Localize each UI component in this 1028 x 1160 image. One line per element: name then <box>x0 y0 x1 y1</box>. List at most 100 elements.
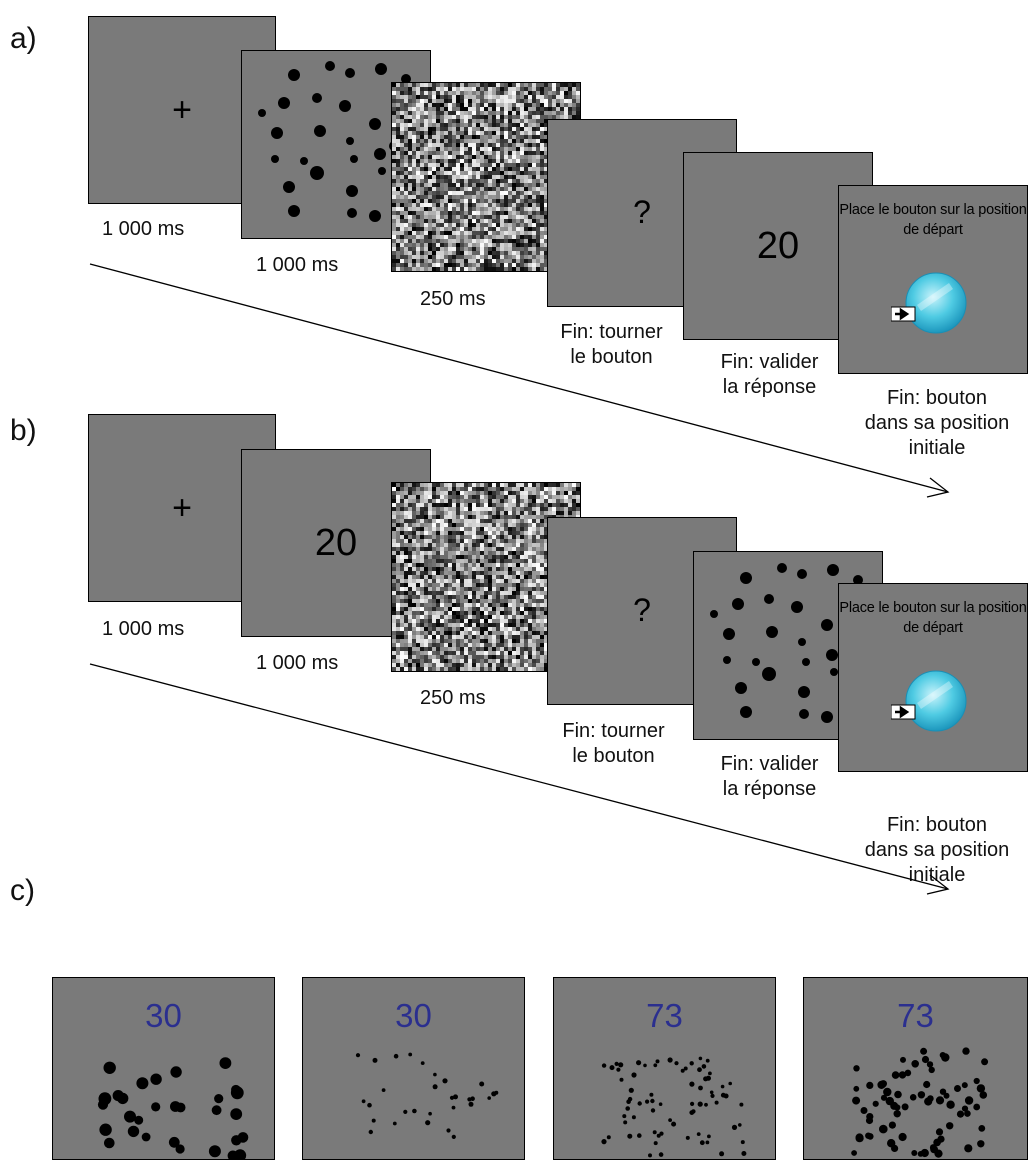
noise-cell <box>460 159 464 163</box>
noise-cell <box>460 563 464 567</box>
noise-cell <box>456 103 460 107</box>
noise-cell <box>524 159 528 163</box>
noise-cell <box>464 223 468 227</box>
noise-cell <box>460 595 464 599</box>
noise-cell <box>484 151 488 155</box>
noise-cell <box>404 195 408 199</box>
noise-cell <box>432 507 436 511</box>
noise-cell <box>392 159 396 163</box>
noise-cell <box>468 615 472 619</box>
noise-cell <box>500 631 504 635</box>
noise-cell <box>452 611 456 615</box>
noise-cell <box>428 251 432 255</box>
noise-cell <box>472 247 476 251</box>
noise-cell <box>496 147 500 151</box>
noise-cell <box>508 535 512 539</box>
noise-cell <box>492 215 496 219</box>
noise-cell <box>444 607 448 611</box>
noise-cell <box>520 595 524 599</box>
noise-cell <box>492 159 496 163</box>
noise-cell <box>496 95 500 99</box>
noise-cell <box>412 171 416 175</box>
noise-cell <box>516 211 520 215</box>
noise-cell <box>520 91 524 95</box>
noise-cell <box>432 519 436 523</box>
noise-cell <box>504 483 508 487</box>
noise-cell <box>524 87 528 91</box>
noise-cell <box>400 635 404 639</box>
noise-cell <box>500 151 504 155</box>
noise-cell <box>548 495 552 499</box>
noise-cell <box>488 515 492 519</box>
noise-cell <box>536 87 540 91</box>
noise-cell <box>416 627 420 631</box>
noise-cell <box>512 587 516 591</box>
noise-cell <box>432 627 436 631</box>
noise-cell <box>544 607 548 611</box>
noise-cell <box>576 499 580 503</box>
noise-cell <box>520 631 524 635</box>
noise-cell <box>468 651 472 655</box>
noise-cell <box>452 99 456 103</box>
noise-cell <box>540 643 544 647</box>
noise-cell <box>492 239 496 243</box>
noise-cell <box>536 259 540 263</box>
noise-cell <box>404 151 408 155</box>
noise-cell <box>496 107 500 111</box>
noise-cell <box>520 491 524 495</box>
noise-cell <box>464 543 468 547</box>
noise-cell <box>408 663 412 667</box>
noise-cell <box>464 647 468 651</box>
noise-cell <box>416 227 420 231</box>
noise-cell <box>404 227 408 231</box>
noise-cell <box>528 199 532 203</box>
noise-cell <box>392 555 396 559</box>
noise-cell <box>408 187 412 191</box>
noise-cell <box>488 491 492 495</box>
noise-cell <box>516 495 520 499</box>
noise-cell <box>468 135 472 139</box>
noise-cell <box>516 147 520 151</box>
noise-cell <box>396 127 400 131</box>
dot <box>946 1122 954 1130</box>
noise-cell <box>392 527 396 531</box>
noise-cell <box>532 219 536 223</box>
noise-cell <box>532 575 536 579</box>
noise-cell <box>472 203 476 207</box>
noise-cell <box>432 183 436 187</box>
noise-cell <box>436 139 440 143</box>
noise-cell <box>544 647 548 651</box>
noise-cell <box>492 99 496 103</box>
noise-cell <box>512 243 516 247</box>
noise-cell <box>512 211 516 215</box>
noise-cell <box>528 183 532 187</box>
knob-icon <box>891 669 971 739</box>
noise-cell <box>476 595 480 599</box>
noise-cell <box>500 595 504 599</box>
noise-cell <box>448 167 452 171</box>
noise-cell <box>436 107 440 111</box>
noise-cell <box>516 119 520 123</box>
noise-cell <box>536 199 540 203</box>
noise-cell <box>484 251 488 255</box>
noise-cell <box>412 487 416 491</box>
noise-cell <box>420 243 424 247</box>
noise-cell <box>452 159 456 163</box>
noise-cell <box>488 535 492 539</box>
noise-cell <box>432 575 436 579</box>
noise-cell <box>444 663 448 667</box>
noise-cell <box>500 235 504 239</box>
noise-cell <box>412 563 416 567</box>
noise-cell <box>408 595 412 599</box>
noise-cell <box>504 639 508 643</box>
noise-cell <box>456 215 460 219</box>
noise-cell <box>504 651 508 655</box>
noise-cell <box>468 527 472 531</box>
caption-line: le bouton <box>572 745 655 767</box>
dot <box>898 1132 907 1142</box>
example-count: 73 <box>897 997 934 1034</box>
noise-cell <box>520 499 524 503</box>
noise-cell <box>528 563 532 567</box>
noise-cell <box>412 547 416 551</box>
noise-cell <box>400 139 404 143</box>
